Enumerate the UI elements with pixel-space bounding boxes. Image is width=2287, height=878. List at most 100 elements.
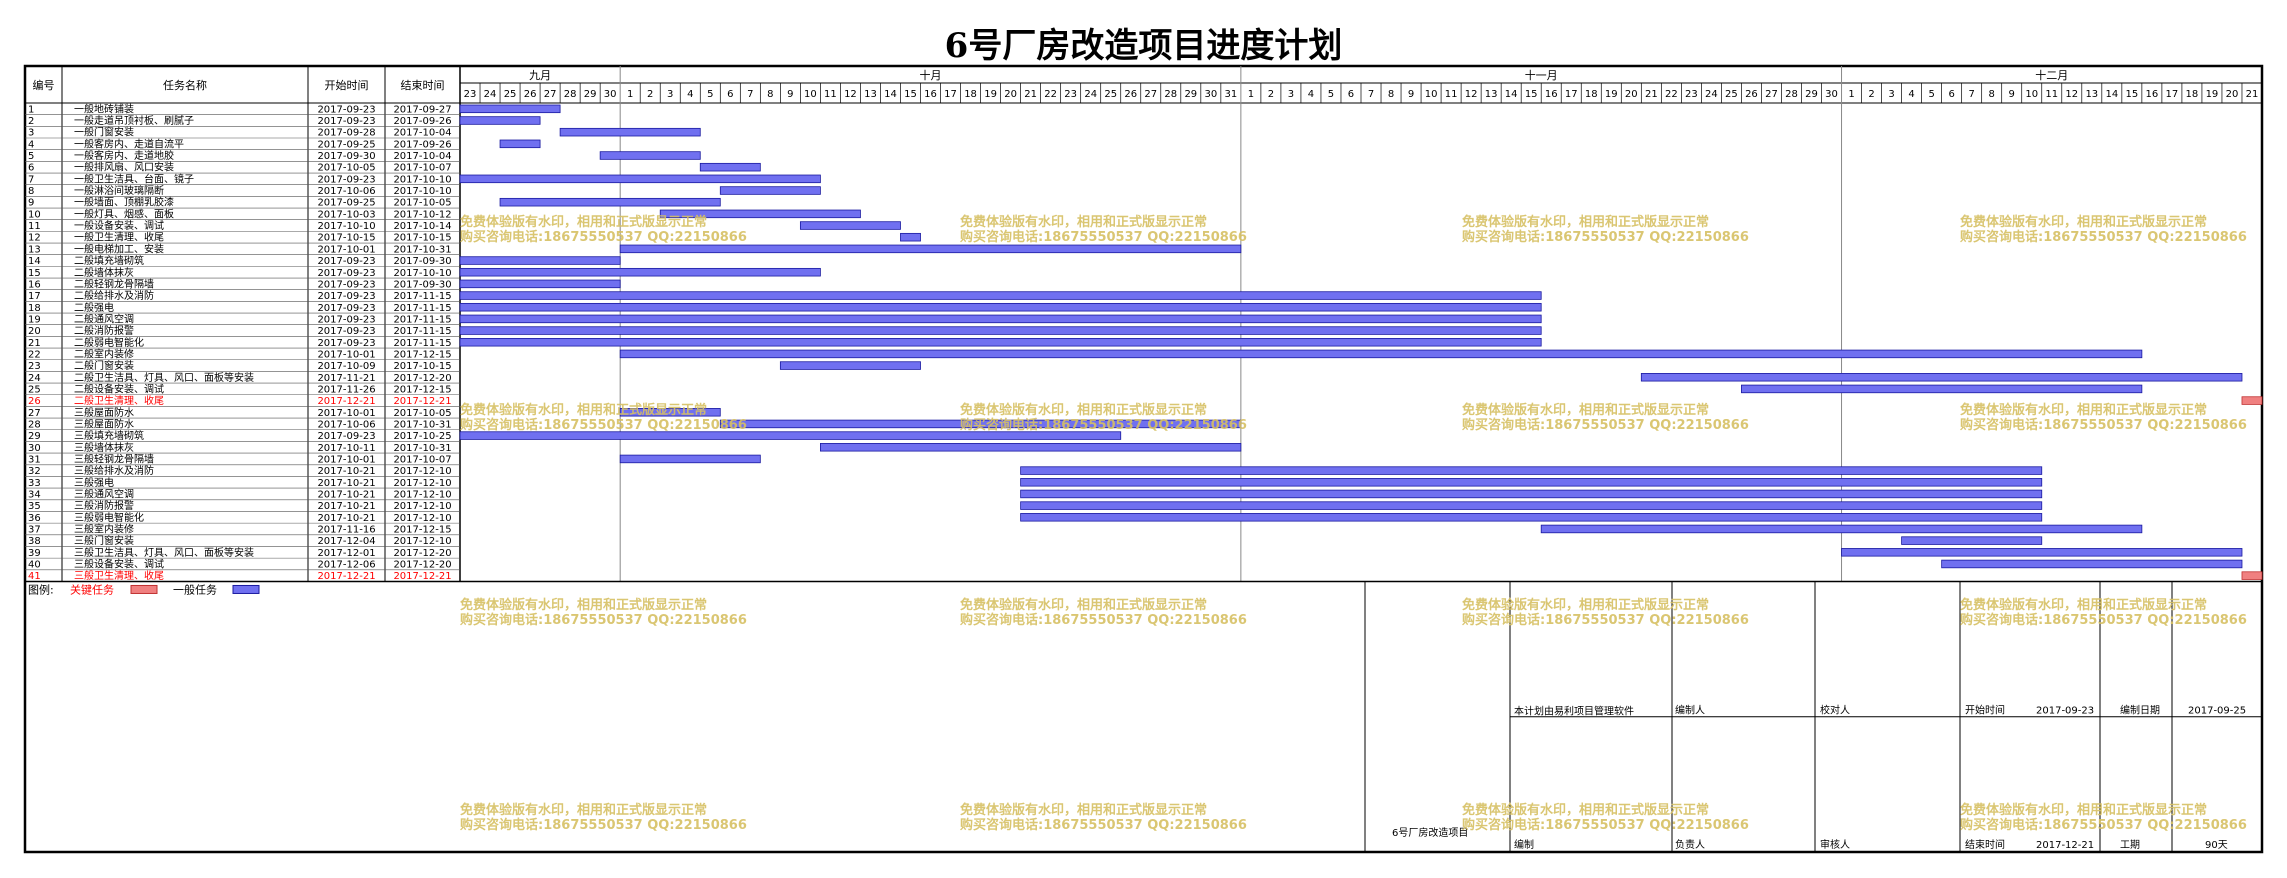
- footer-duration-label: 工期: [2120, 839, 2140, 851]
- task-name: 二般通风空调: [74, 312, 134, 325]
- watermark-line2: 购买咨询电话:18675550537 QQ:22150866: [1960, 417, 2247, 433]
- task-start: 2017-09-23: [317, 104, 375, 115]
- day-tick-label: 6: [727, 89, 733, 100]
- task-bar: [459, 302, 1542, 312]
- footer-checker: 校对人: [1820, 704, 1850, 717]
- task-id: 26: [28, 396, 41, 407]
- task-name: 一般走道吊顶衬板、刷腻子: [74, 114, 194, 127]
- task-bar: [459, 104, 561, 114]
- watermark-line2: 购买咨询电话:18675550537 QQ:22150866: [1960, 612, 2247, 628]
- task-bar: [499, 139, 541, 149]
- day-tick-label: 20: [2226, 89, 2239, 100]
- task-name: 二般弱电智能化: [74, 336, 144, 349]
- task-start: 2017-10-21: [317, 478, 375, 489]
- header-id: 编号: [33, 78, 55, 92]
- day-tick-label: 8: [767, 89, 773, 100]
- task-end: 2017-10-15: [393, 361, 451, 372]
- watermark-line1: 免费体验版有水印，相用和正式版显示正常: [960, 597, 1207, 613]
- day-tick-label: 27: [1144, 89, 1157, 100]
- watermark-line2: 购买咨询电话:18675550537 QQ:22150866: [960, 612, 1247, 628]
- day-tick-label: 20: [1625, 89, 1638, 100]
- task-end: 2017-11-15: [393, 291, 451, 302]
- footer-compiled: 编制: [1514, 838, 1534, 851]
- watermark-line2: 购买咨询电话:18675550537 QQ:22150866: [1462, 229, 1749, 245]
- day-tick-label: 26: [1124, 89, 1137, 100]
- month-label: 十一月: [1525, 68, 1558, 82]
- task-start: 2017-09-28: [317, 128, 375, 139]
- watermark-line1: 免费体验版有水印，相用和正式版显示正常: [1462, 597, 1709, 613]
- task-end: 2017-12-10: [393, 501, 451, 512]
- task-name: 一般淋浴间玻璃隔断: [74, 184, 164, 197]
- day-tick-label: 2: [1268, 89, 1274, 100]
- day-tick-label: 10: [1425, 89, 1438, 100]
- day-tick-label: 23: [1685, 89, 1698, 100]
- day-tick-label: 25: [1104, 89, 1117, 100]
- task-start: 2017-09-23: [317, 268, 375, 279]
- month-label: 十二月: [2035, 68, 2068, 82]
- day-tick-label: 9: [1408, 89, 1414, 100]
- task-name: 一般电梯加工、安装: [74, 242, 164, 255]
- task-name: 一般墙面、顶棚乳胶漆: [74, 196, 174, 209]
- task-end: 2017-10-14: [393, 221, 451, 232]
- day-tick-label: 20: [1004, 89, 1017, 100]
- task-bar: [459, 256, 621, 265]
- task-start: 2017-09-23: [317, 256, 375, 267]
- task-start: 2017-10-05: [317, 163, 375, 174]
- task-id: 33: [28, 478, 41, 489]
- task-name: 二般给排水及消防: [74, 289, 154, 302]
- footer-owner: 负责人: [1675, 838, 1705, 851]
- day-tick-label: 23: [464, 89, 477, 100]
- task-end: 2017-10-04: [393, 128, 451, 139]
- task-id: 35: [28, 501, 41, 512]
- task-id: 21: [28, 338, 41, 349]
- task-end: 2017-12-10: [393, 536, 451, 547]
- task-name: 三般墙体抹灰: [74, 441, 134, 454]
- watermark-line2: 购买咨询电话:18675550537 QQ:22150866: [960, 817, 1247, 833]
- task-id: 3: [28, 128, 34, 139]
- task-start: 2017-12-04: [317, 536, 375, 547]
- task-name: 三般门窗安装: [74, 534, 134, 547]
- day-tick-label: 4: [1308, 89, 1314, 100]
- task-start: 2017-10-01: [317, 349, 375, 360]
- watermark-line2: 购买咨询电话:18675550537 QQ:22150866: [1960, 229, 2247, 245]
- day-tick-label: 30: [1204, 89, 1217, 100]
- task-start: 2017-10-21: [317, 489, 375, 500]
- header-end: 结束时间: [401, 79, 445, 92]
- task-bar: [599, 151, 701, 160]
- task-bar: [719, 419, 1242, 429]
- task-end: 2017-12-20: [393, 373, 451, 384]
- day-tick-label: 13: [2085, 89, 2098, 100]
- task-name: 二般卫生洁具、灯具、风口、面板等安装: [74, 371, 254, 384]
- day-tick-label: 17: [944, 89, 957, 100]
- task-start: 2017-10-11: [317, 443, 375, 454]
- task-bar: [459, 326, 1542, 335]
- task-name: 二般设备安装、调试: [74, 382, 164, 395]
- task-end: 2017-10-31: [393, 419, 451, 430]
- task-start: 2017-11-26: [317, 384, 375, 395]
- task-end: 2017-10-04: [393, 151, 451, 162]
- day-tick-label: 5: [1928, 89, 1934, 100]
- day-tick-label: 21: [1645, 89, 1658, 100]
- task-id: 22: [28, 349, 41, 360]
- day-tick-label: 28: [1164, 89, 1177, 100]
- footer-duration: 90天: [2205, 840, 2228, 851]
- watermark-line2: 购买咨询电话:18675550537 QQ:22150866: [460, 229, 747, 245]
- day-tick-label: 15: [1525, 89, 1538, 100]
- day-tick-label: 10: [804, 89, 817, 100]
- task-id: 19: [28, 314, 41, 325]
- watermark-line1: 免费体验版有水印，相用和正式版显示正常: [1960, 402, 2207, 418]
- task-start: 2017-09-23: [317, 431, 375, 442]
- task-id: 25: [28, 384, 41, 395]
- task-start: 2017-10-06: [317, 186, 375, 197]
- task-bar: [779, 361, 921, 370]
- day-tick-label: 27: [1765, 89, 1778, 100]
- watermark-line2: 购买咨询电话:18675550537 QQ:22150866: [460, 612, 747, 628]
- task-end: 2017-09-26: [393, 116, 451, 127]
- day-tick-label: 15: [904, 89, 917, 100]
- task-id: 28: [28, 419, 41, 430]
- task-bar: [1020, 466, 2043, 475]
- task-start: 2017-10-10: [317, 221, 375, 232]
- task-name: 一般客房内、走道自流平: [74, 137, 184, 150]
- day-tick-label: 3: [1888, 89, 1894, 100]
